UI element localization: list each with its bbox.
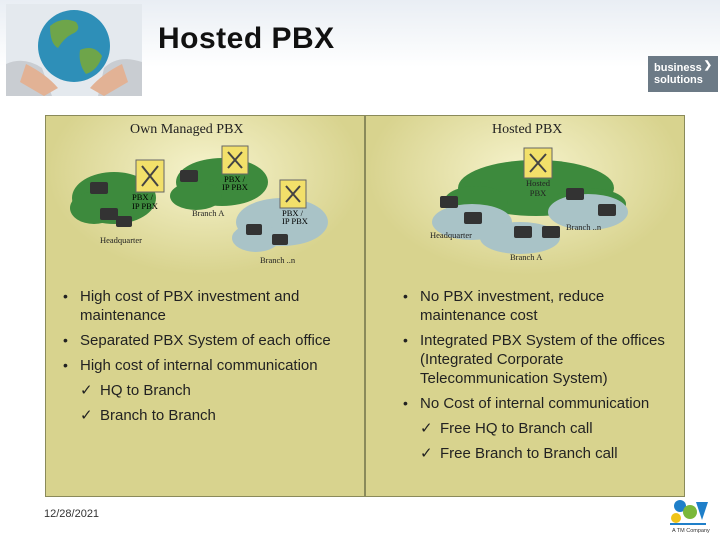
bullet-item: •No PBX investment, reduce maintenance c… (403, 288, 605, 324)
right-bullet-list: •No PBX investment, reduce maintenance c… (400, 287, 684, 469)
svg-text:PBX /: PBX / (224, 174, 246, 184)
chevron-right-icon: ❯ (703, 60, 712, 71)
hq-pbx-label: PBX / (132, 192, 154, 202)
phone-icons (90, 170, 288, 245)
svg-text:IP PBX: IP PBX (132, 201, 158, 211)
phone-icons (440, 188, 616, 238)
branch-n-label: Branch ..n (566, 222, 602, 232)
slide-date: 12/28/2021 (44, 508, 100, 520)
svg-text:IP PBX: IP PBX (282, 216, 308, 226)
company-logo: A TM Company (662, 496, 718, 538)
checkmark-icon: ✓ (80, 407, 93, 424)
bullet-item: •Integrated PBX System of the offices (I… (403, 332, 665, 387)
sub-bullet-item: ✓Free HQ to Branch call (420, 420, 593, 437)
branch-n-pbx-icon (279, 179, 307, 209)
own-managed-pbx-panel: Own Managed PBX PBX / IP PBX PBX / IP PB… (45, 115, 365, 497)
branch-a-label: Branch A (510, 252, 543, 262)
bullet-item: •High cost of internal communication (63, 357, 318, 374)
brand-line-1: business (654, 62, 702, 74)
hosted-pbx-heading: Hosted PBX (492, 122, 563, 137)
left-bullet-list: •High cost of PBX investment and mainten… (60, 287, 360, 431)
hosted-pbx-label: Hosted PBX (525, 178, 551, 198)
branch-n-label: Branch ..n (260, 255, 296, 265)
hq-label: Headquarter (100, 235, 143, 245)
hq-label: Headquarter (430, 230, 473, 240)
own-managed-pbx-heading: Own Managed PBX (130, 122, 244, 137)
branch-a-label: Branch A (192, 208, 225, 218)
hosted-pbx-icon (523, 147, 553, 179)
checkmark-icon: ✓ (80, 382, 93, 399)
sub-bullet-item: ✓Branch to Branch (80, 407, 216, 424)
globe-in-hands-image (6, 4, 142, 96)
sub-bullet-item: ✓Free Branch to Branch call (420, 445, 618, 462)
business-solutions-logo: ❯ business solutions (648, 56, 718, 92)
hosted-pbx-diagram (432, 147, 628, 254)
sub-bullet-item: ✓HQ to Branch (80, 382, 191, 399)
page-title: Hosted PBX (158, 22, 335, 55)
hosted-pbx-panel: Hosted PBX Hosted PBX Headquarter Branch… (365, 115, 685, 497)
svg-text:PBX /: PBX / (282, 208, 304, 218)
bullet-item: •No Cost of internal communication (403, 395, 650, 412)
checkmark-icon: ✓ (420, 420, 433, 437)
slide-header: Hosted PBX ❯ business solutions (0, 0, 720, 96)
bullet-item: •High cost of PBX investment and mainten… (63, 288, 300, 324)
bullet-item: •Separated PBX System of each office (63, 332, 331, 349)
checkmark-icon: ✓ (420, 445, 433, 462)
own-managed-pbx-diagram: PBX / IP PBX PBX / IP PBX PBX / IP PBX (70, 145, 328, 252)
logo-caption: A TM Company (672, 528, 710, 534)
branch-a-pbx-icon (221, 145, 249, 175)
tm-company-logo-icon (670, 500, 708, 525)
svg-text:IP PBX: IP PBX (222, 182, 248, 192)
hq-pbx-icon (135, 159, 165, 193)
brand-line-2: solutions (654, 74, 703, 86)
